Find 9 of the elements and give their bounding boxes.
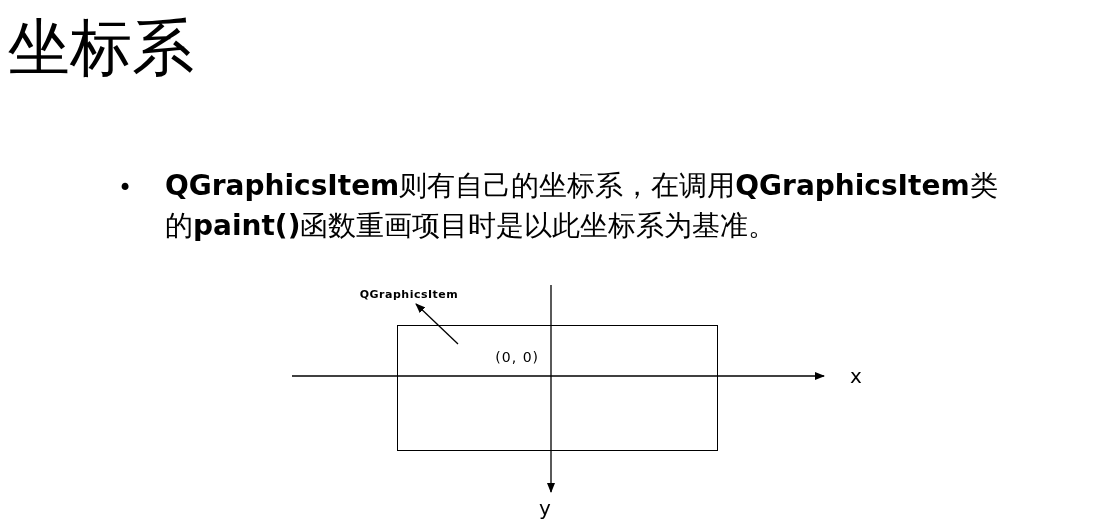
bullet-text: QGraphicsItem则有自己的坐标系，在调用QGraphicsItem类的paint()函数重画项目时是以此坐标系为基准。 [165,168,999,244]
axis-label: y [539,496,551,520]
bullet: • [118,173,133,204]
leader-arrow [415,303,459,345]
title: 坐标系 [8,10,194,86]
origin-label: (0, 0) [455,344,539,370]
axis-label: x [850,364,862,388]
item-label: QGraphicsItem [339,286,479,303]
rectangle [397,325,718,451]
